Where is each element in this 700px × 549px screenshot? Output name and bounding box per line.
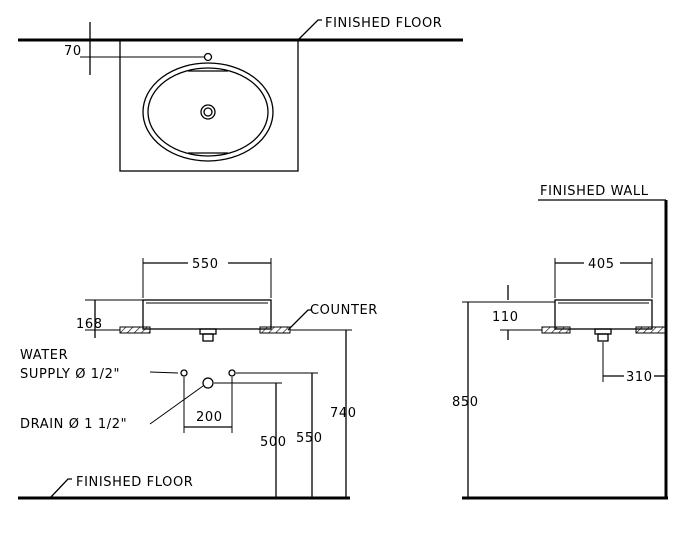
front-dim-supply-spacing: 200 xyxy=(196,410,223,425)
side-dim-basin-height: 110 xyxy=(492,310,519,325)
drain-hole xyxy=(202,377,214,389)
counter-leader xyxy=(287,309,312,331)
plan-dim-tap-offset: 70 xyxy=(64,44,82,59)
side-basin-body xyxy=(554,299,653,330)
plan-basin-outer xyxy=(142,62,274,162)
front-dim-counter-height: 740 xyxy=(330,406,357,421)
front-dim-width: 550 xyxy=(192,257,219,272)
counter-label: COUNTER xyxy=(310,303,378,318)
front-dim-basin-height: 168 xyxy=(76,317,103,332)
plan-tap-hole xyxy=(203,52,213,62)
water-supply-label-2: SUPPLY Ø 1/2" xyxy=(20,367,120,382)
side-drain-tail xyxy=(597,333,609,342)
finished-wall-label: FINISHED WALL xyxy=(540,184,649,199)
drain-leader xyxy=(149,385,204,425)
front-counter-left xyxy=(119,326,151,334)
plan-drain-outer xyxy=(200,104,216,120)
front-dim-supply-height: 550 xyxy=(296,431,323,446)
side-drain-flange xyxy=(594,328,612,335)
side-counter-right xyxy=(635,326,667,334)
front-drain-tail xyxy=(202,333,214,342)
plan-view: FINISHED FLOOR 70 xyxy=(18,16,463,172)
plan-basin-inner xyxy=(147,67,269,157)
side-dim-wall-offset: 310 xyxy=(626,370,653,385)
water-supply-label-1: WATER xyxy=(20,348,68,363)
front-drain-flange xyxy=(199,328,217,335)
side-dim-top-height: 850 xyxy=(452,395,479,410)
front-dim-drain-height: 500 xyxy=(260,435,287,450)
front-basin-body xyxy=(142,299,272,330)
water-supply-leader xyxy=(149,371,179,374)
front-elevation: FINISHED FLOOR COUNTER 550 168 WATER SUP… xyxy=(18,257,378,500)
drain-label: DRAIN Ø 1 1/2" xyxy=(20,417,127,432)
front-finished-floor-label: FINISHED FLOOR xyxy=(76,475,193,490)
side-dim-depth: 405 xyxy=(588,257,615,272)
side-counter-left xyxy=(541,326,571,334)
supply-hole-left xyxy=(180,369,188,377)
plan-finished-floor-label: FINISHED FLOOR xyxy=(325,16,442,31)
plan-floor-leader xyxy=(297,19,322,41)
plan-drain-inner xyxy=(203,107,213,117)
front-floor-leader xyxy=(49,478,72,499)
supply-hole-right xyxy=(228,369,236,377)
front-counter-right xyxy=(259,326,291,334)
side-elevation: FINISHED WALL 405 850 110 310 xyxy=(452,184,668,500)
